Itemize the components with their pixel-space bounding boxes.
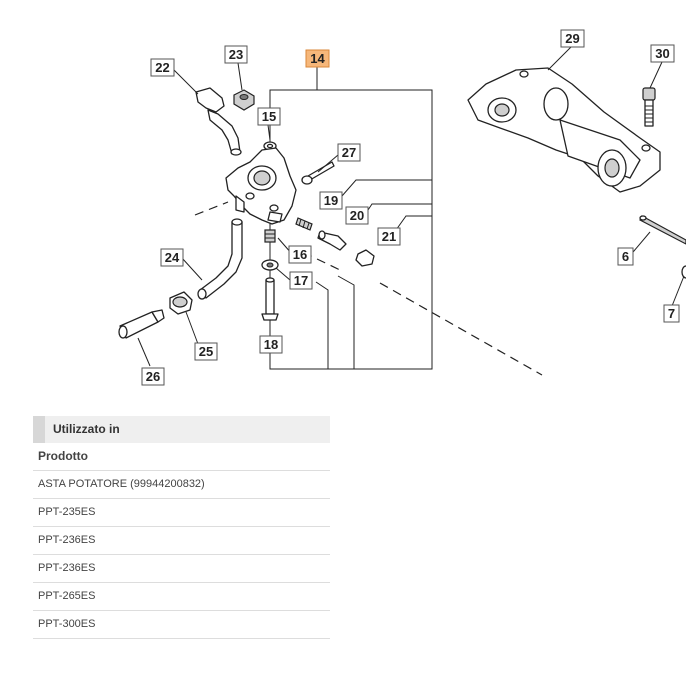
svg-text:29: 29	[565, 31, 579, 46]
svg-text:30: 30	[655, 46, 669, 61]
callout-18[interactable]: 18	[259, 335, 283, 354]
assembly-axis-lines	[194, 201, 543, 376]
product-row[interactable]: ASTA POTATORE (99944200832)	[33, 471, 330, 499]
svg-text:23: 23	[229, 47, 243, 62]
part-20-adjust-screw[interactable]	[317, 230, 347, 251]
product-row[interactable]: PPT-265ES	[33, 583, 330, 611]
svg-text:7: 7	[668, 306, 675, 321]
part-14-oil-pump-body[interactable]	[225, 147, 297, 225]
svg-text:22: 22	[155, 60, 169, 75]
svg-text:16: 16	[293, 247, 307, 262]
callout-17[interactable]: 17	[289, 271, 313, 290]
product-row[interactable]: PPT-300ES	[33, 611, 330, 639]
callout-27[interactable]: 27	[337, 143, 361, 162]
callout-15[interactable]: 15	[257, 107, 281, 126]
callout-22[interactable]: 22	[150, 58, 175, 77]
svg-text:26: 26	[146, 369, 160, 384]
callout-21[interactable]: 21	[377, 227, 401, 246]
svg-text:20: 20	[350, 208, 364, 223]
callout-24[interactable]: 24	[160, 248, 184, 267]
svg-text:14: 14	[310, 51, 325, 66]
callout-30[interactable]: 30	[650, 44, 675, 63]
product-row[interactable]: PPT-235ES	[33, 499, 330, 527]
callout-19[interactable]: 19	[319, 191, 343, 210]
product-row[interactable]: PPT-236ES	[33, 527, 330, 555]
svg-text:6: 6	[622, 249, 629, 264]
svg-text:25: 25	[199, 344, 213, 359]
part-17-washer[interactable]	[261, 259, 279, 271]
part-19-spring[interactable]	[295, 217, 313, 231]
callout-6[interactable]: 6	[617, 247, 634, 266]
callout-25[interactable]: 25	[194, 342, 218, 361]
part-24-oil-hose[interactable]	[197, 218, 243, 300]
svg-text:15: 15	[262, 109, 276, 124]
callout-20[interactable]: 20	[345, 206, 369, 225]
group-bracket-lines	[269, 66, 433, 370]
part-27-screw[interactable]	[301, 161, 335, 185]
part-30-bolt[interactable]	[642, 87, 656, 127]
usage-table-header: Utilizzato in	[33, 416, 330, 443]
callout-7[interactable]: 7	[663, 304, 680, 323]
svg-text:21: 21	[382, 229, 396, 244]
callout-29[interactable]: 29	[560, 29, 585, 48]
callout-26[interactable]: 26	[141, 367, 165, 386]
part-23-square-nut[interactable]	[233, 89, 255, 111]
exploded-parts-diagram: 14 15 16 17 18 19 20 21 22 23 24 25	[118, 29, 686, 386]
callout-14[interactable]: 14	[305, 49, 330, 68]
callout-leader-lines	[137, 45, 685, 367]
part-6-pin[interactable]	[639, 215, 686, 245]
part-21-cap[interactable]	[355, 249, 375, 267]
part-18-plunger[interactable]	[261, 277, 279, 321]
part-7-edge-part[interactable]	[681, 265, 686, 279]
svg-text:19: 19	[324, 193, 338, 208]
part-16-small-spring[interactable]	[264, 229, 276, 243]
svg-text:18: 18	[264, 337, 278, 352]
callout-23[interactable]: 23	[224, 45, 248, 64]
part-25-grommet[interactable]	[169, 291, 193, 315]
product-row[interactable]: PPT-236ES	[33, 555, 330, 583]
svg-text:17: 17	[294, 273, 308, 288]
callout-16[interactable]: 16	[288, 245, 312, 264]
svg-text:27: 27	[342, 145, 356, 160]
part-29-gear-housing[interactable]	[467, 67, 661, 193]
usage-table: Utilizzato in Prodotto ASTA POTATORE (99…	[33, 416, 330, 639]
part-22-bent-fitting[interactable]	[195, 87, 242, 156]
svg-text:24: 24	[165, 250, 180, 265]
usage-column-header: Prodotto	[33, 443, 330, 471]
part-26-oil-filter[interactable]	[118, 309, 165, 339]
